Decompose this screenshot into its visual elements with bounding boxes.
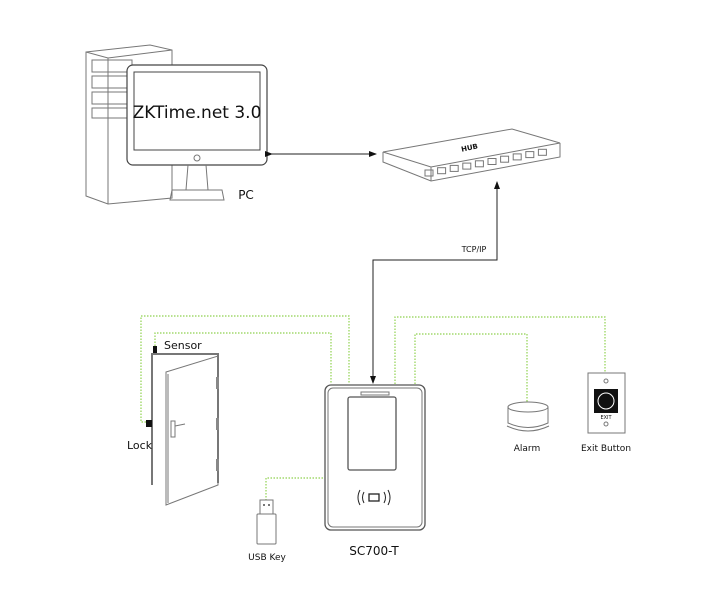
exit-button-label: Exit Button xyxy=(581,444,631,454)
device-label: SC700-T xyxy=(349,544,399,558)
hub-label: HUB xyxy=(460,142,478,153)
usb-key-label: USB Key xyxy=(248,553,286,563)
pc-monitor: ZKTime.net 3.0 xyxy=(126,64,268,201)
hub-port xyxy=(525,151,535,159)
hub-port xyxy=(449,164,459,172)
pc-tower xyxy=(85,44,173,205)
lock-label: Lock xyxy=(127,439,153,452)
hub-port xyxy=(500,155,510,163)
exit-plate-text: EXIT xyxy=(600,415,612,421)
tcpip-label: TCP/IP xyxy=(461,245,487,254)
sensor-label: Sensor xyxy=(164,339,202,352)
lock-icon xyxy=(146,420,152,427)
hub-port xyxy=(424,169,434,177)
hub-port xyxy=(474,160,484,168)
hub-port xyxy=(537,148,547,156)
hub-port xyxy=(487,158,497,165)
hub-port xyxy=(462,162,472,170)
alarm-label: Alarm xyxy=(514,444,540,454)
tcpip-link xyxy=(370,183,498,384)
sensor-icon xyxy=(153,346,157,353)
alarm-icon xyxy=(506,401,550,432)
hub-port xyxy=(437,167,447,175)
exit-button-icon: EXIT xyxy=(587,372,626,434)
pc-screen-text: ZKTime.net 3.0 xyxy=(133,103,262,123)
wiring xyxy=(140,315,606,500)
rfid-card-icon xyxy=(368,493,380,502)
sc700t-device xyxy=(324,384,426,531)
usb-key-icon xyxy=(256,499,277,545)
door xyxy=(146,346,219,506)
network-hub: HUB xyxy=(382,128,561,182)
hub-port xyxy=(512,153,522,161)
pc-label: PC xyxy=(238,188,254,202)
